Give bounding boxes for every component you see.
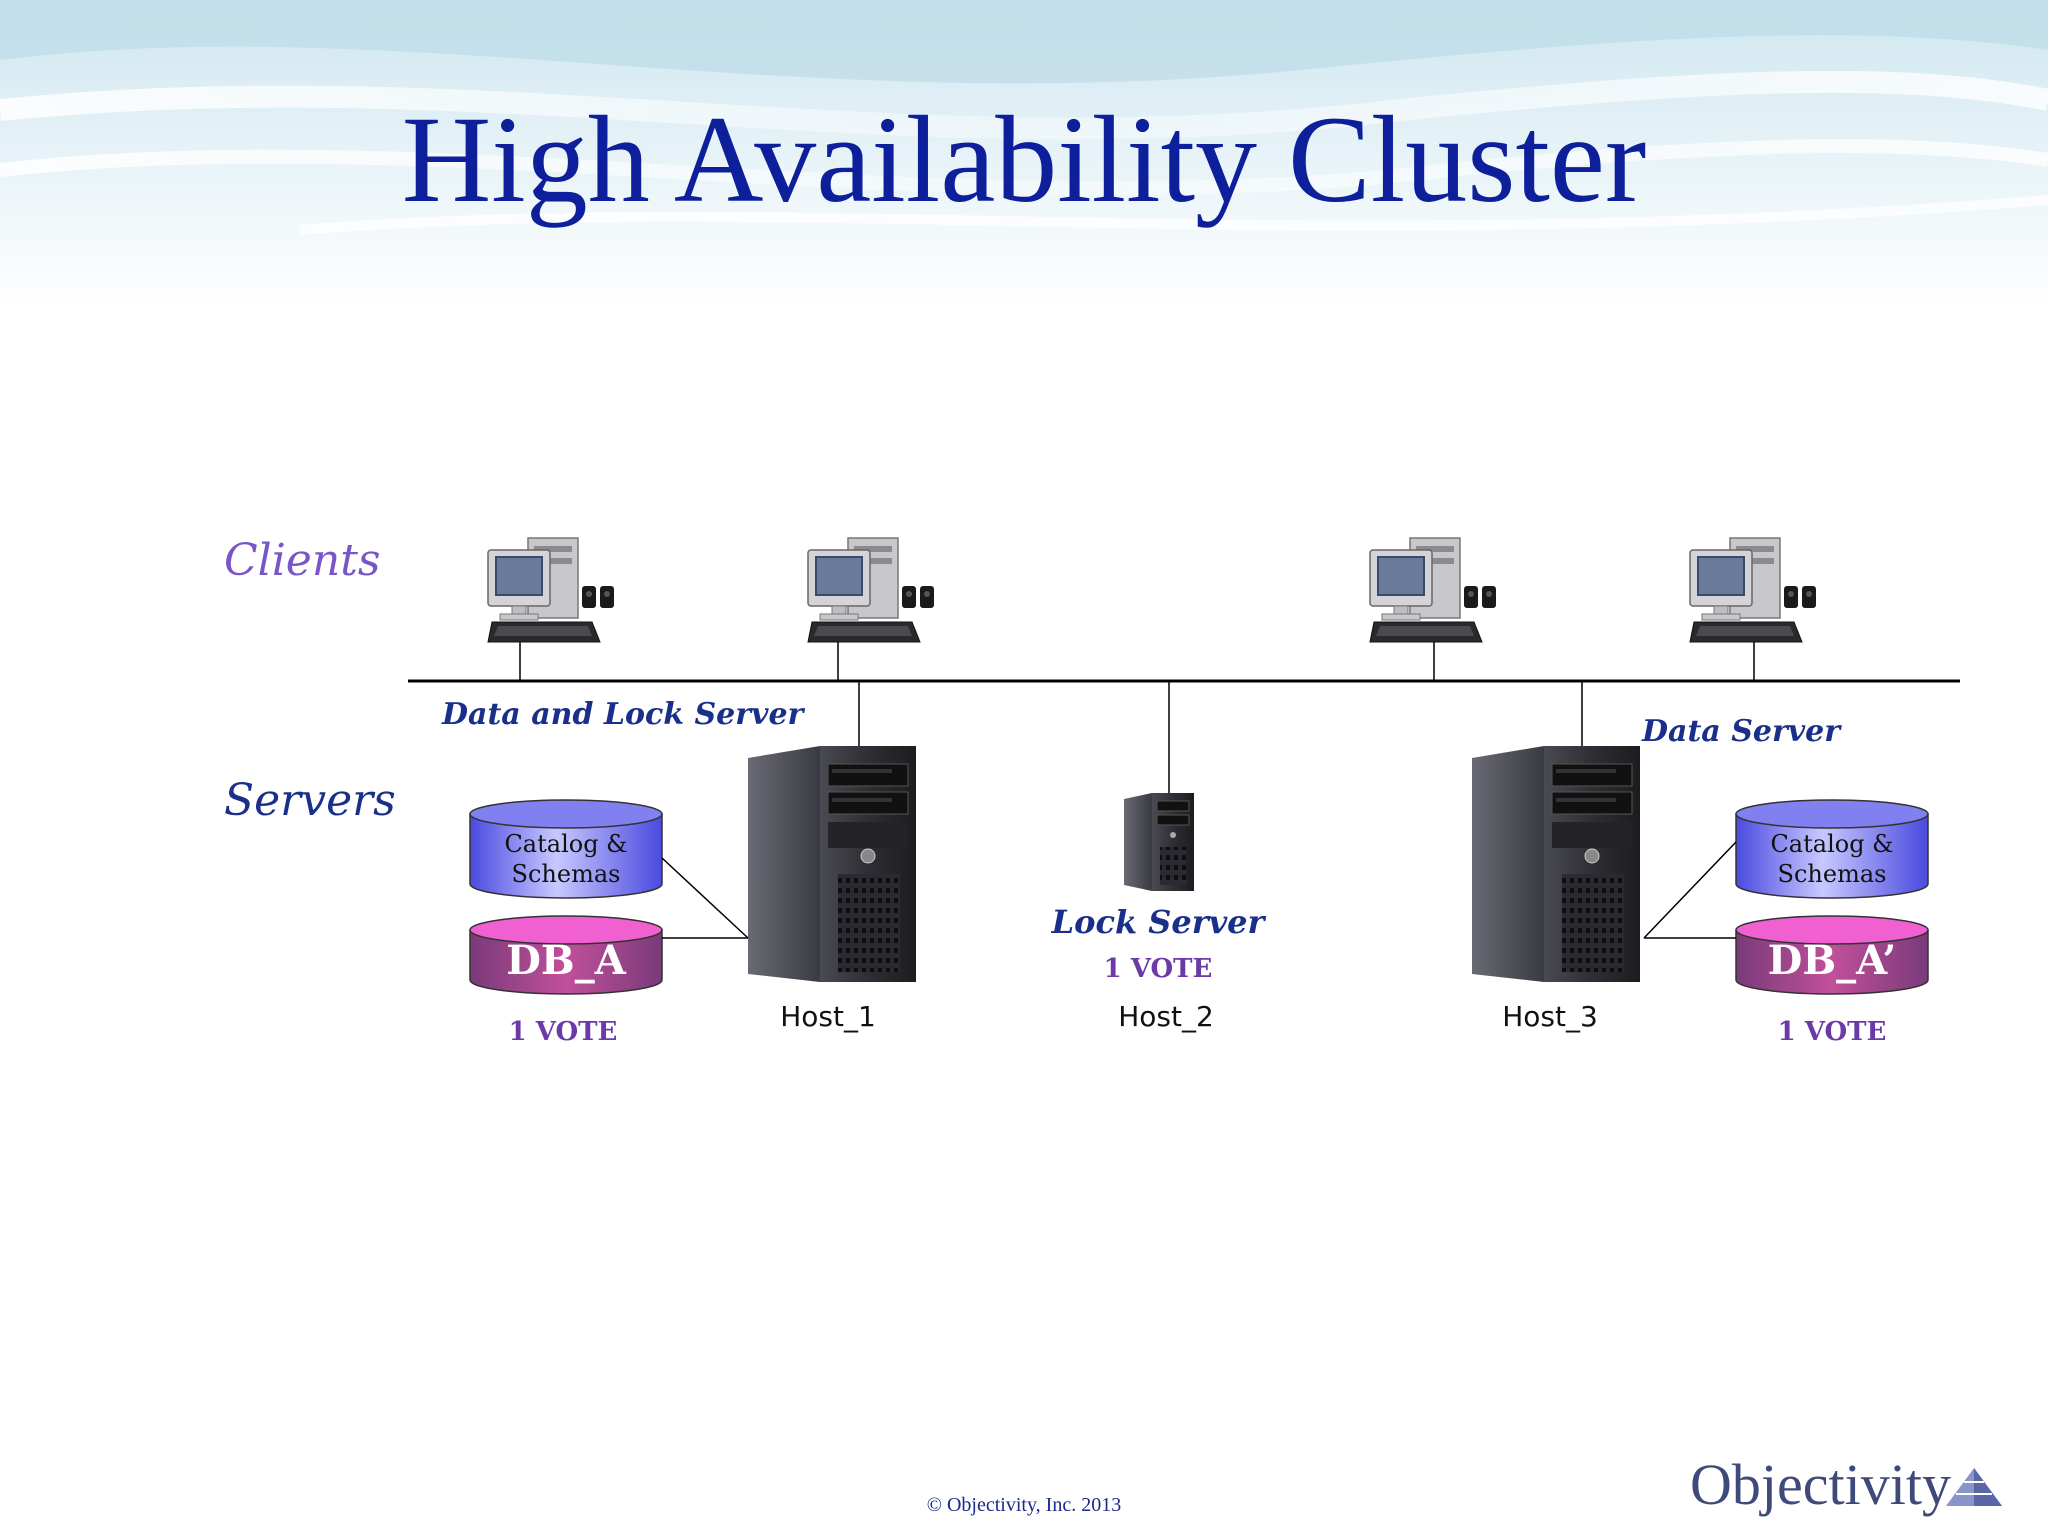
left-catalog-line1: Catalog & bbox=[504, 830, 627, 858]
right-catalog-line1: Catalog & bbox=[1770, 830, 1893, 858]
logo-wordmark: Objectivity bbox=[1690, 1452, 1951, 1517]
right-catalog-line2: Schemas bbox=[1778, 860, 1887, 888]
clients-label: Clients bbox=[224, 535, 380, 586]
right-db-cylinder bbox=[1735, 915, 1929, 995]
left-catalog-cylinder bbox=[469, 799, 663, 899]
left-db-label: DB_A bbox=[506, 937, 626, 984]
host-2-server-icon bbox=[1123, 792, 1195, 892]
objectivity-logo: Objectivity bbox=[1690, 1452, 2002, 1517]
header-background bbox=[0, 0, 2048, 310]
copyright-footer: © Objectivity, Inc. 2013 bbox=[926, 1494, 1122, 1516]
host-1-server-icon bbox=[747, 745, 917, 983]
slide-title: High Availability Cluster bbox=[401, 91, 1647, 228]
client-computer-icon-3 bbox=[1369, 537, 1497, 643]
host-3-server-icon bbox=[1471, 745, 1641, 983]
host-2-role-label: Lock Server bbox=[1051, 903, 1267, 941]
host-3-label: Host_3 bbox=[1502, 1000, 1598, 1033]
host-1-label: Host_1 bbox=[780, 1000, 876, 1033]
right-vote-label: 1 VOTE bbox=[1778, 1017, 1887, 1047]
right-catalog-cylinder bbox=[1735, 799, 1929, 899]
logo-pyramid-icon bbox=[1946, 1468, 2002, 1506]
left-catalog-line2: Schemas bbox=[512, 860, 621, 888]
right-db-label: DB_A’ bbox=[1768, 937, 1897, 984]
left-db-cylinder bbox=[469, 915, 663, 995]
host-2-label: Host_2 bbox=[1118, 1000, 1214, 1033]
client-computer-icon-4 bbox=[1689, 537, 1817, 643]
host-1-role-label: Data and Lock Server bbox=[441, 697, 806, 732]
left-catalog-connector bbox=[661, 857, 749, 939]
client-computer-icon-1 bbox=[487, 537, 615, 643]
servers-label: Servers bbox=[224, 775, 396, 826]
right-catalog-connector bbox=[1643, 841, 1737, 939]
client-computer-icon-2 bbox=[807, 537, 935, 643]
center-vote-label: 1 VOTE bbox=[1104, 954, 1213, 984]
host-3-role-label: Data Server bbox=[1641, 714, 1842, 749]
left-vote-label: 1 VOTE bbox=[509, 1017, 618, 1047]
